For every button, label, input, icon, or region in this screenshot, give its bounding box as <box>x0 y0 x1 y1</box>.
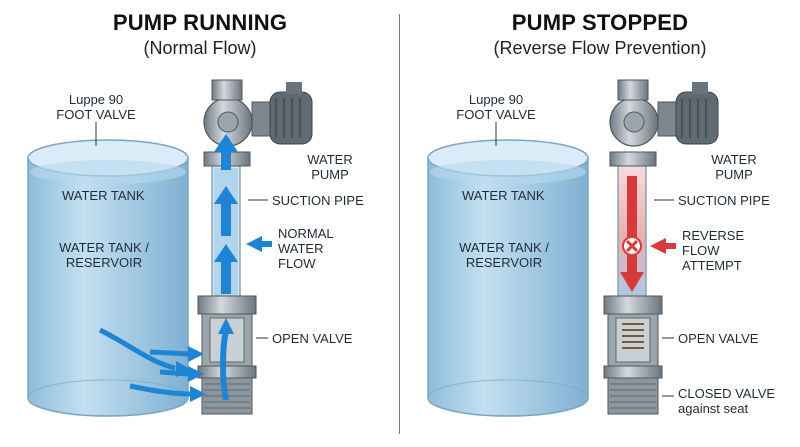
blocked-x-icon <box>622 236 642 256</box>
foot-valve-label: Luppe 90 FOOT VALVE <box>456 92 536 122</box>
normal-flow-label: NORMAL WATER FLOW <box>278 226 334 271</box>
suction-pipe-label: SUCTION PIPE <box>272 193 364 208</box>
water-tank <box>27 139 189 417</box>
panel-subtitle: (Normal Flow) <box>143 38 257 58</box>
reverse-flow-arrow <box>620 176 644 292</box>
panel-divider <box>399 14 400 434</box>
water-pump <box>203 79 313 167</box>
pump-label: WATER PUMP <box>307 152 353 182</box>
reverse-flow-label: REVERSE FLOW ATTEMPT <box>682 228 745 273</box>
leader-lines <box>95 122 268 339</box>
tank-label: WATER TANK <box>462 188 545 203</box>
reservoir-label: WATER TANK / RESERVOIR <box>459 240 549 270</box>
reverse-pointer-arrow <box>650 238 666 254</box>
water-tank <box>427 139 589 417</box>
tank-label: WATER TANK <box>62 188 145 203</box>
panel-subtitle: (Reverse Flow Prevention) <box>493 38 707 58</box>
flow-pointer-arrow <box>246 236 262 252</box>
open-valve-label: OPEN VALVE <box>272 331 353 346</box>
pump-running-illustration <box>27 79 313 417</box>
pump-stopped-panel: PUMP STOPPED (Reverse Flow Prevention) L… <box>400 0 800 447</box>
inflow-arrowheads <box>176 346 206 402</box>
pump-stopped-illustration <box>427 79 719 417</box>
closed-valve-label: CLOSED VALVE against seat <box>678 386 776 416</box>
flow-arrows <box>214 134 238 401</box>
suction-pipe-label: SUCTION PIPE <box>678 193 770 208</box>
inflow-arrows <box>98 327 193 397</box>
water-pump <box>609 79 719 167</box>
foot-valve <box>603 295 663 415</box>
pump-label: WATER PUMP <box>711 152 757 182</box>
open-valve-label: OPEN VALVE <box>678 331 759 346</box>
leader-lines <box>495 122 674 397</box>
panel-title: PUMP STOPPED <box>511 10 689 35</box>
pump-running-panel: PUMP RUNNING (Normal Flow) Luppe 90 FOOT… <box>27 10 364 417</box>
panel-title: PUMP RUNNING <box>112 10 288 35</box>
foot-valve-label: Luppe 90 FOOT VALVE <box>56 92 136 122</box>
reservoir-label: WATER TANK / RESERVOIR <box>59 240 149 270</box>
